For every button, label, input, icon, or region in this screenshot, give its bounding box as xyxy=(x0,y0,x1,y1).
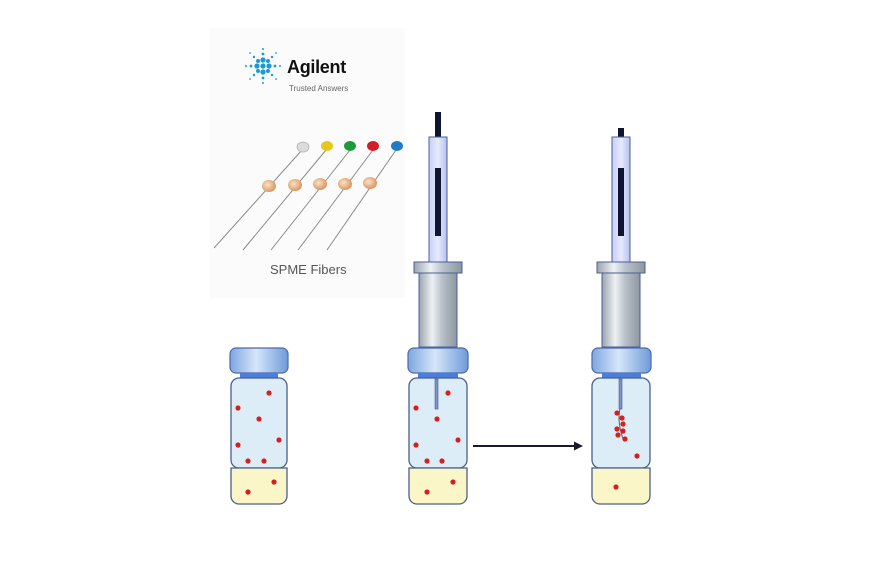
analyte-dots xyxy=(613,410,640,490)
fiber-hubs xyxy=(296,141,403,153)
vial-fiber-extracted xyxy=(591,347,652,505)
spme-syringe-extracted xyxy=(596,128,646,348)
fibers-caption: SPME Fibers xyxy=(270,262,347,277)
vial-sample xyxy=(229,347,289,505)
process-arrow xyxy=(473,441,583,451)
spme-fibers-illustration xyxy=(213,141,403,251)
agilent-spark-icon xyxy=(245,48,281,84)
analyte-dots xyxy=(413,390,461,495)
brand-name: Agilent xyxy=(287,57,346,77)
spme-syringe-inserted xyxy=(413,112,463,348)
fiber-photo-panel xyxy=(210,28,405,298)
vial-fiber-exposed xyxy=(407,347,469,505)
brand-tagline: Trusted Answers xyxy=(289,84,349,93)
analyte-dots xyxy=(235,390,282,495)
fiber-collars xyxy=(262,177,377,192)
